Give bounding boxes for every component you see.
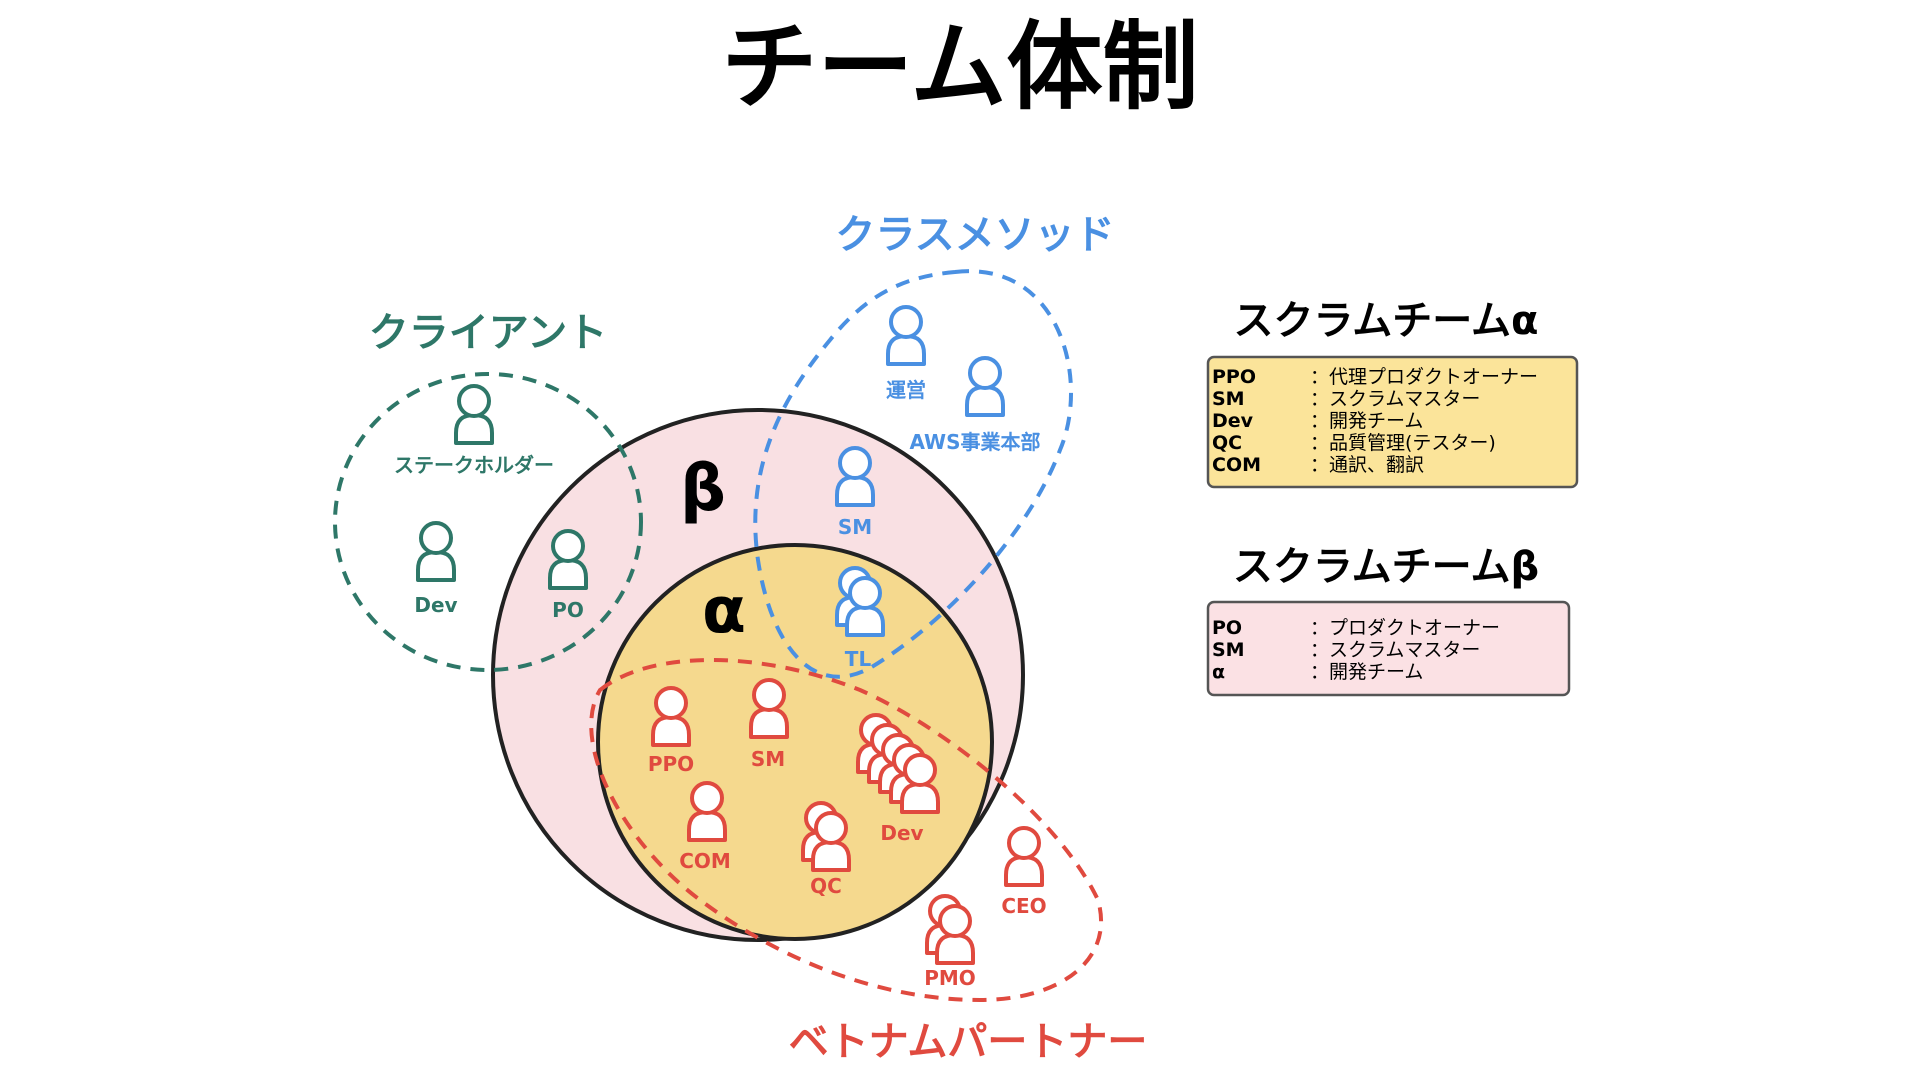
- person-com: COM: [679, 781, 731, 873]
- person-aws: AWS事業本部: [909, 356, 1041, 454]
- legend-desc: ：品質管理(テスター): [1310, 432, 1496, 454]
- legend-abbr: SM: [1212, 388, 1245, 410]
- team-beta-label: β: [680, 452, 726, 526]
- person-cm-sm: SM: [835, 446, 875, 539]
- person-label: CEO: [1001, 894, 1046, 918]
- person-pmo: PMO: [924, 894, 976, 990]
- person-ceo: CEO: [1001, 826, 1047, 918]
- legend-abbr: Dev: [1212, 410, 1254, 432]
- legend-desc: ：通訳、翻訳: [1310, 454, 1424, 476]
- person-client-dev: Dev: [414, 521, 458, 617]
- person-label: AWS事業本部: [909, 430, 1040, 454]
- person-label: Dev: [880, 821, 923, 845]
- legend-abbr: PPO: [1212, 366, 1256, 388]
- team-alpha-label: α: [702, 574, 746, 648]
- person-label: 運営: [886, 378, 926, 402]
- legend-abbr: SM: [1212, 639, 1245, 661]
- person-ppo: PPO: [648, 686, 694, 776]
- person-label: QC: [810, 874, 842, 898]
- legend-alpha-title: スクラムチームα: [1233, 298, 1538, 344]
- person-label: PPO: [648, 752, 694, 776]
- person-label: ステークホルダー: [394, 453, 554, 477]
- legend-alpha-rows: PPO ：代理プロダクトオーナー SM ：スクラムマスター Dev ：開発チーム…: [1212, 366, 1538, 476]
- person-label: TL: [845, 647, 872, 671]
- legend-beta-title: スクラムチームβ: [1233, 544, 1539, 590]
- group-label-client: クライアント: [369, 310, 607, 356]
- person-qc: QC: [801, 801, 851, 898]
- legend-abbr: COM: [1212, 454, 1261, 476]
- legend-desc: ：開発チーム: [1310, 661, 1423, 683]
- legend-beta-box: [1206, 600, 1571, 697]
- legend-beta-rows: PO ：プロダクトオーナー SM ：スクラムマスター α ：開発チーム: [1212, 617, 1500, 683]
- person-icon: [886, 305, 926, 366]
- person-label: PMO: [924, 966, 976, 990]
- person-vn-dev: Dev: [856, 713, 940, 845]
- person-stakeholder: ステークホルダー: [394, 384, 554, 477]
- person-icon: [454, 384, 494, 445]
- legend-desc: ：代理プロダクトオーナー: [1310, 366, 1538, 388]
- page-title: チーム体制: [721, 11, 1198, 123]
- person-label: PO: [552, 598, 584, 622]
- person-tl: TL: [835, 566, 885, 671]
- person-icon: [965, 356, 1005, 417]
- group-label-vietnam: ベトナムパートナー: [789, 1019, 1148, 1065]
- person-label: COM: [679, 849, 731, 873]
- person-label: SM: [751, 747, 785, 771]
- person-icon: [416, 521, 456, 582]
- person-client-po: PO: [548, 529, 588, 622]
- legend-desc: ：プロダクトオーナー: [1310, 617, 1500, 639]
- legend-abbr: QC: [1212, 432, 1242, 454]
- legend-desc: ：スクラムマスター: [1310, 388, 1480, 410]
- legend-abbr: α: [1212, 661, 1225, 683]
- vietnam-boundary: [589, 658, 1104, 1003]
- legend-abbr: PO: [1212, 617, 1242, 639]
- person-vn-sm: SM: [749, 678, 789, 771]
- person-label: SM: [838, 515, 872, 539]
- person-icon: [1004, 826, 1044, 887]
- person-label: Dev: [414, 593, 457, 617]
- legend-alpha-box: [1206, 355, 1579, 489]
- group-label-classmethod: クラスメソッド: [835, 212, 1114, 258]
- client-boundary: [333, 372, 643, 672]
- classmethod-boundary: [753, 269, 1073, 679]
- legend-desc: ：スクラムマスター: [1310, 639, 1480, 661]
- person-unei: 運営: [886, 305, 926, 402]
- legend-desc: ：開発チーム: [1310, 410, 1423, 432]
